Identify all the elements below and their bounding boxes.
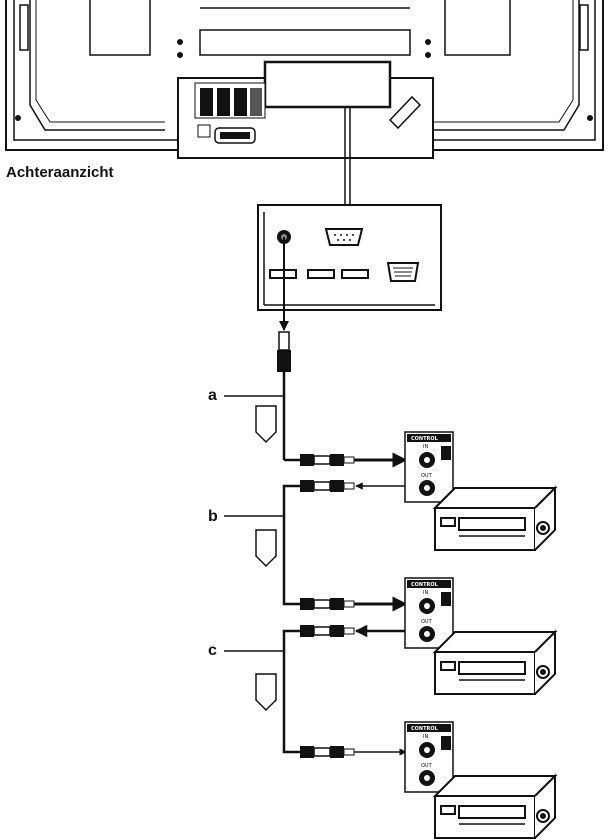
chain-cables — [282, 484, 300, 754]
connector-panel — [257, 204, 442, 311]
label-a: a — [208, 387, 217, 404]
down-arrow-icon — [255, 405, 277, 444]
svg-text:IN: IN — [423, 590, 428, 596]
svg-text:OUT: OUT — [421, 473, 433, 479]
svg-text:IN: IN — [423, 444, 428, 450]
vcr-unit-icon — [432, 773, 558, 839]
plug-connectors — [300, 452, 408, 758]
svg-text:IN: IN — [423, 734, 428, 740]
down-arrow-icon — [255, 529, 277, 568]
control-panel: CONTROL IN OUT — [404, 721, 454, 793]
svg-text:OUT: OUT — [421, 619, 433, 625]
direction-arrows — [255, 405, 277, 712]
svg-text:OUT: OUT — [421, 763, 433, 769]
device-3: CONTROL IN OUT — [404, 721, 558, 839]
port-icon — [341, 269, 369, 279]
vcr-unit-icon — [432, 629, 558, 695]
label-b: b — [208, 508, 218, 525]
label-c: c — [208, 642, 217, 659]
callout-lines — [344, 108, 351, 205]
view-title: Achteraanzicht — [6, 164, 114, 181]
main-cable — [277, 237, 300, 462]
port-icon — [307, 269, 335, 279]
tv-rear-view — [5, 0, 604, 159]
control-panel: CONTROL IN OUT — [404, 431, 454, 503]
device-2: CONTROL IN OUT — [404, 577, 558, 695]
serial-port-icon — [324, 228, 364, 246]
svg-text:CONTROL: CONTROL — [411, 582, 439, 588]
svg-text:CONTROL: CONTROL — [411, 726, 439, 732]
svg-text:CONTROL: CONTROL — [411, 436, 439, 442]
control-panel: CONTROL IN OUT — [404, 577, 454, 649]
down-arrow-icon — [255, 673, 277, 712]
device-1: CONTROL IN OUT — [404, 431, 558, 551]
vcr-unit-icon — [432, 485, 558, 551]
